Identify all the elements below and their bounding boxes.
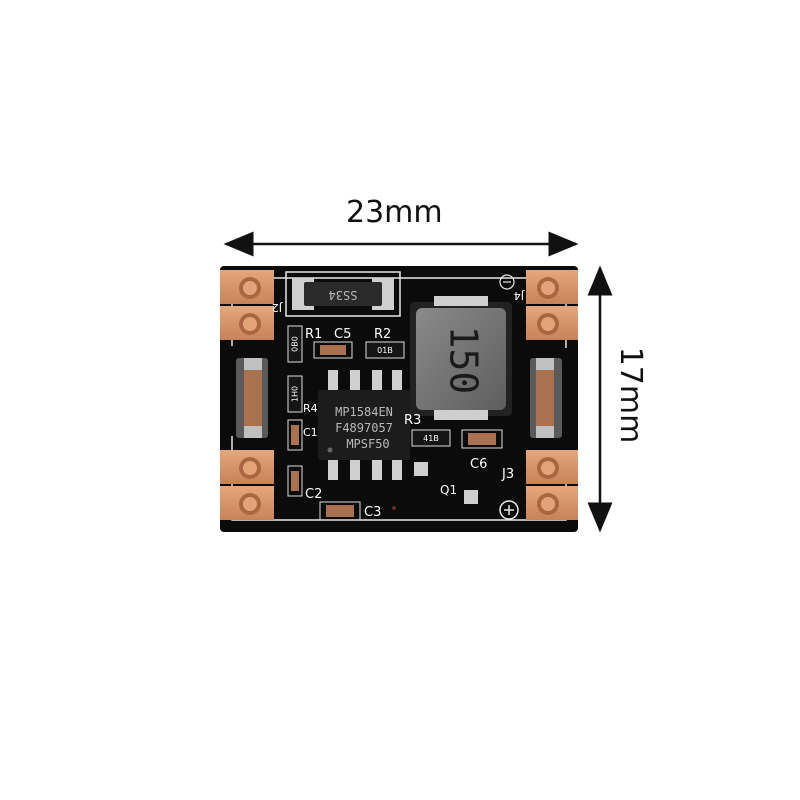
label-j2: J2 bbox=[272, 301, 283, 314]
label-r2: R2 bbox=[374, 327, 391, 342]
label-c3: C3 bbox=[364, 505, 381, 520]
width-dimension-label: 23mm bbox=[346, 195, 443, 230]
r1-value: 0B0 bbox=[291, 336, 300, 352]
label-r3: R3 bbox=[404, 413, 421, 428]
label-r4: R4 bbox=[303, 402, 318, 415]
left-input-capacitor bbox=[236, 358, 268, 438]
inductor-marking: 150 bbox=[442, 326, 486, 395]
label-r1: R1 bbox=[305, 327, 322, 342]
ic-marking-line1: MP1584EN bbox=[335, 405, 393, 419]
ic-marking-line2: F4897057 bbox=[335, 421, 393, 435]
label-j4: J4 bbox=[514, 289, 525, 302]
power-inductor: 150 bbox=[410, 296, 512, 420]
left-edge-pads bbox=[220, 270, 274, 520]
right-output-capacitor bbox=[530, 358, 562, 438]
label-c6: C6 bbox=[470, 457, 487, 472]
label-c5: C5 bbox=[334, 327, 351, 342]
ic-pins bbox=[328, 370, 402, 480]
label-q1: Q1 bbox=[440, 483, 457, 497]
diode-marking: SS34 bbox=[329, 288, 358, 302]
r3-value: 41B bbox=[423, 434, 439, 443]
r4-value: 1H0 bbox=[291, 386, 300, 402]
ic-chip: MP1584EN F4897057 MPSF50 bbox=[318, 390, 410, 460]
right-edge-pads bbox=[526, 270, 578, 520]
label-c2: C2 bbox=[305, 487, 322, 502]
label-c1: C1 bbox=[303, 426, 318, 439]
smd-components: 0B0 1H0 01B 41B bbox=[287, 274, 519, 521]
silkscreen-labels: R1 C5 R2 R3 C6 J3 Q1 C2 C3 C1 R4 J4 J2 bbox=[272, 289, 525, 520]
ic-marking-line3: MPSF50 bbox=[346, 437, 389, 451]
schottky-diode: SS34 bbox=[285, 271, 401, 317]
label-j3: J3 bbox=[501, 467, 514, 482]
r2-value: 01B bbox=[377, 346, 393, 355]
